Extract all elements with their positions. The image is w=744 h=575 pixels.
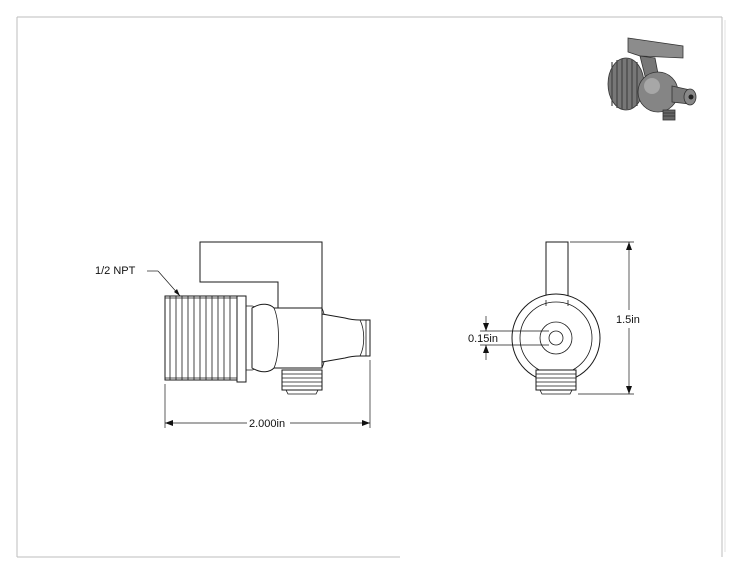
bore-dimension — [480, 316, 549, 360]
npt-note: 1/2 NPT — [95, 265, 136, 277]
npt-leader — [147, 270, 181, 297]
valve-side-view — [164, 241, 371, 395]
height-dimension-label: 1.5in — [616, 314, 640, 326]
length-dimension — [164, 360, 371, 428]
height-dimension — [570, 241, 634, 395]
bore-dimension-label: 0.15in — [468, 333, 498, 345]
sheet-border — [16, 16, 726, 558]
ball-valve-isometric-icon — [607, 37, 697, 121]
valve-end-view — [511, 241, 601, 395]
length-dimension-label: 2.000in — [249, 418, 285, 430]
